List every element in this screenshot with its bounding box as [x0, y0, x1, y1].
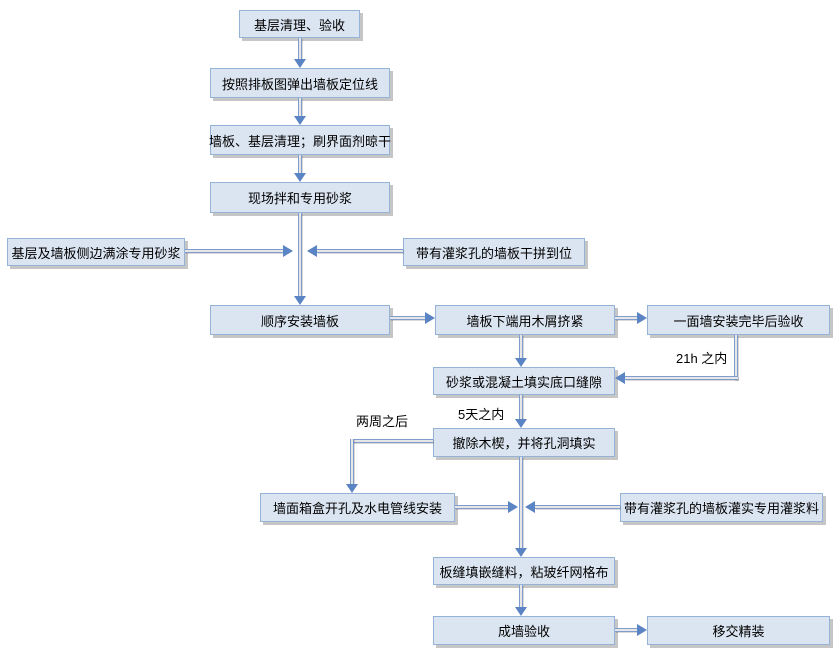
edge-wedge-to-check-shaft — [615, 316, 637, 320]
edge-label-21h: 21h 之内 — [676, 351, 728, 366]
edge-mep-merge-head — [508, 501, 518, 513]
node-install-panels: 顺序安装墙板 — [210, 305, 390, 335]
edge-2weeks-elbow-vertical — [350, 439, 354, 484]
node-wedge-bottom: 墙板下端用木屑挤紧 — [435, 305, 615, 335]
edge-mix-to-install-head — [294, 296, 306, 305]
edge-panel-clean-to-mix-head — [294, 173, 306, 182]
edge-base-clean-to-layout-head — [294, 59, 306, 68]
node-wall-accept: 成墙验收 — [433, 616, 615, 645]
edge-remove-to-joint-head — [515, 548, 527, 557]
edge-grout-merge-head — [525, 501, 535, 513]
edge-remove-to-joint-shaft — [519, 457, 523, 548]
edge-accept-to-handover-head — [637, 624, 647, 636]
node-wall-check: 一面墙安装完毕后验收 — [647, 305, 830, 335]
node-joint-fill: 板缝填嵌缝料，粘玻纤网格布 — [433, 557, 615, 585]
node-side-mortar: 基层及墙板侧边满涂专用砂浆 — [7, 238, 185, 266]
node-grout-panels: 带有灌浆孔的墙板灌实专用灌浆料 — [620, 493, 823, 522]
node-base-clean-accept: 基层清理、验收 — [239, 10, 360, 38]
edge-joint-to-accept-head — [515, 607, 527, 616]
edge-side-mortar-merge-head — [283, 245, 293, 257]
edge-2weeks-elbow-head — [346, 484, 358, 493]
node-layout-line: 按照排板图弹出墙板定位线 — [210, 68, 390, 98]
edge-panel-clean-to-mix-shaft — [298, 155, 302, 173]
edge-mep-merge-shaft — [455, 505, 508, 509]
node-site-mix-mortar: 现场拌和专用砂浆 — [210, 182, 390, 213]
edge-wedge-to-gap-head — [515, 358, 527, 367]
edge-joint-to-accept-shaft — [519, 585, 523, 607]
edge-21h-elbow-head — [615, 372, 625, 384]
edge-side-mortar-merge-shaft — [185, 249, 283, 253]
edge-wedge-to-gap-shaft — [519, 335, 523, 358]
edge-grout-merge-shaft — [535, 505, 620, 509]
edge-layout-to-panel-clean-shaft — [298, 98, 302, 116]
edge-mix-to-install-shaft — [298, 213, 302, 296]
edge-install-to-wedge-head — [425, 312, 435, 324]
edge-label-2weeks: 两周之后 — [356, 414, 409, 429]
edge-dry-fit-merge-shaft — [317, 249, 403, 253]
edge-base-clean-to-layout-shaft — [298, 38, 302, 59]
edge-layout-to-panel-clean-head — [294, 116, 306, 125]
edge-21h-elbow-vertical — [734, 335, 738, 380]
edge-21h-elbow-horizontal — [625, 376, 738, 380]
edge-dry-fit-merge-head — [307, 245, 317, 257]
edge-accept-to-handover-shaft — [615, 628, 637, 632]
edge-gap-to-remove-head — [515, 419, 527, 428]
node-fill-bottom-gap: 砂浆或混凝土填实底口缝隙 — [433, 367, 615, 395]
edge-wedge-to-check-head — [637, 312, 647, 324]
node-dry-fit-panels: 带有灌浆孔的墙板干拼到位 — [403, 238, 585, 266]
edge-label-5days: 5天之内 — [458, 407, 505, 422]
edge-install-to-wedge-shaft — [390, 316, 425, 320]
node-handover: 移交精装 — [647, 616, 830, 645]
node-remove-wedges: 撤除木楔，并将孔洞填实 — [433, 428, 615, 457]
edge-2weeks-elbow-horizontal — [352, 439, 433, 443]
node-panel-base-clean: 墙板、基层清理；刷界面剂晾干 — [209, 125, 391, 155]
edge-gap-to-remove-shaft — [519, 395, 523, 419]
node-box-holes-mep: 墙面箱盒开孔及水电管线安装 — [260, 493, 455, 522]
